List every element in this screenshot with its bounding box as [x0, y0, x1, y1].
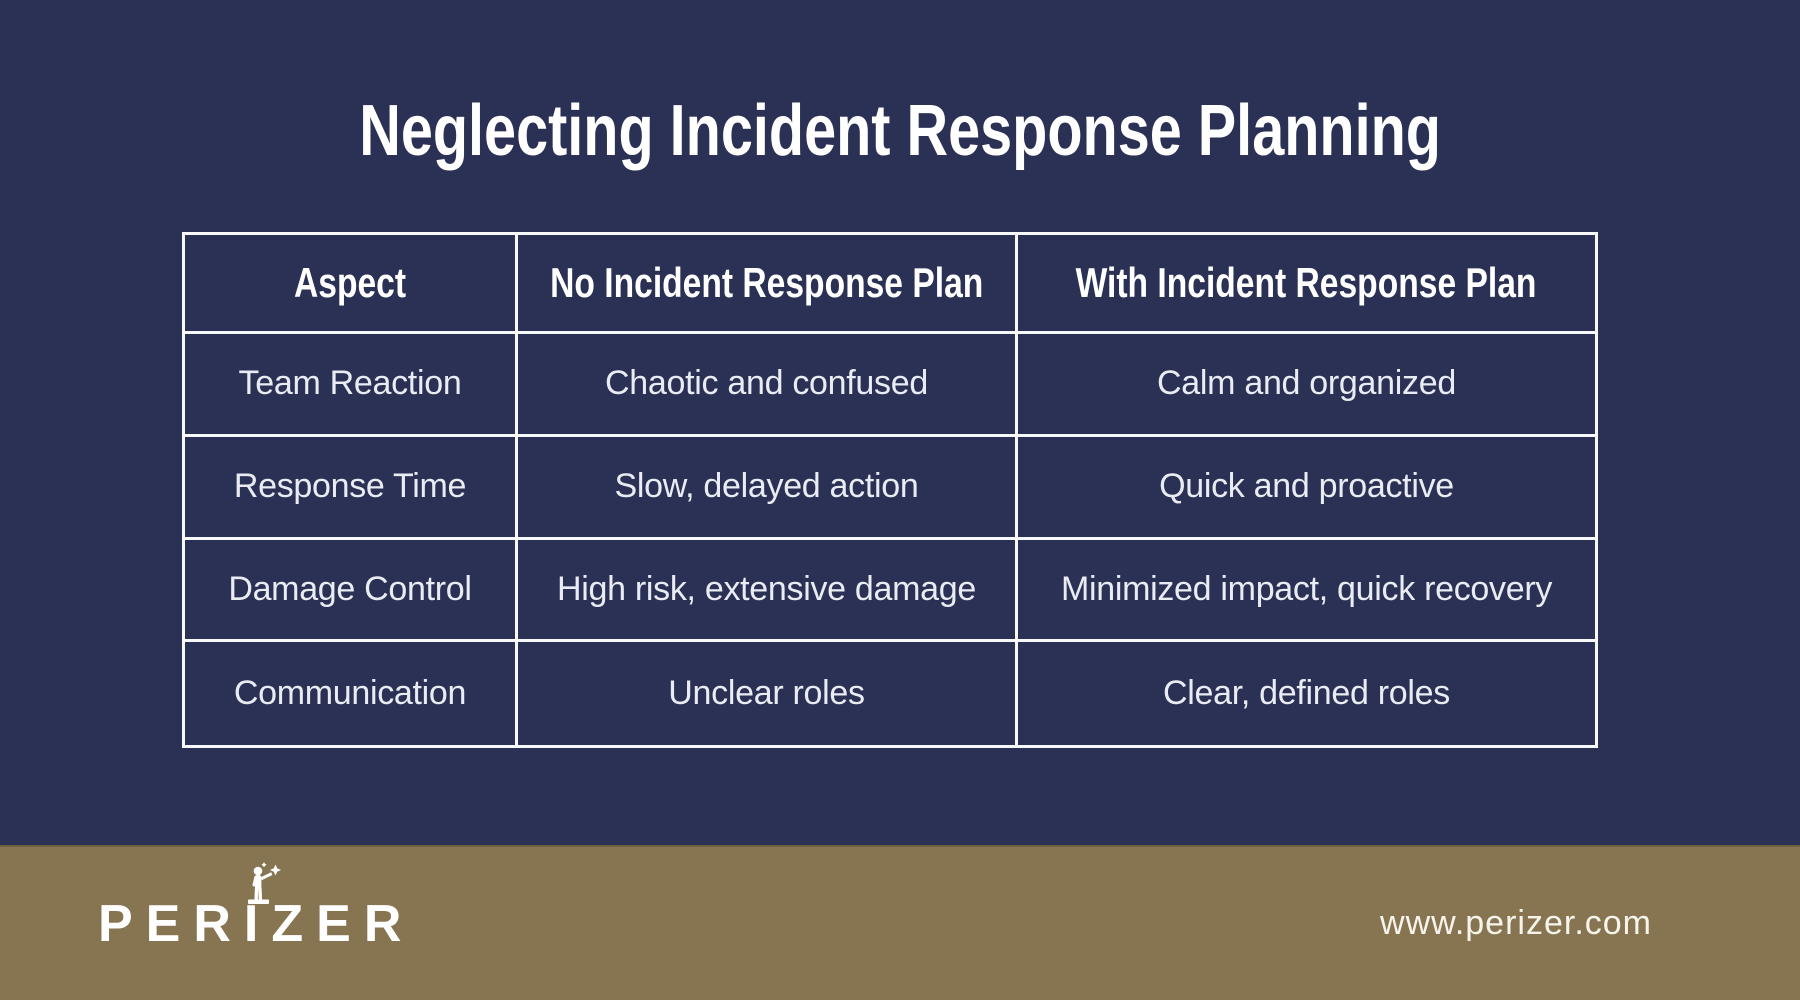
person-holding-star-icon — [247, 862, 281, 904]
page-title: Neglecting Incident Response Planning — [0, 90, 1800, 172]
website-url: www.perizer.com — [1380, 904, 1652, 942]
cell-with-plan-communication: Clear, defined roles — [1163, 674, 1450, 713]
cell-with-plan-damage-control: Minimized impact, quick recovery — [1018, 540, 1595, 643]
page-title-text: Neglecting Incident Response Planning — [359, 91, 1441, 171]
cell-no-plan-communication: Unclear roles — [518, 642, 1018, 745]
cell-aspect-communication: Communication — [185, 642, 518, 745]
cell-aspect-team-reaction: Team Reaction — [185, 334, 518, 437]
perizer-logo: PER — [98, 847, 414, 1000]
cell-no-plan-team-reaction: Chaotic and confused — [518, 334, 1018, 437]
cell-aspect-response-time: Response Time — [185, 436, 518, 540]
header-cell-no-plan: No Incident Response Plan — [518, 235, 1018, 334]
logo-pillar-i: I — [244, 862, 281, 950]
cell-with-plan-team-reaction: Calm and organized — [1018, 334, 1595, 437]
cell-aspect-damage-control: Damage Control — [185, 539, 518, 643]
cell-no-plan-response-time: Slow, delayed action — [518, 436, 1018, 540]
footer-bar: PER — [0, 845, 1800, 1000]
header-cell-with-plan: With Incident Response Plan — [1018, 235, 1595, 334]
cell-with-plan-response-time: Quick and proactive — [1018, 437, 1595, 540]
comparison-table: Aspect No Incident Response Plan With In… — [182, 232, 1598, 748]
brand-wordmark: PER — [98, 862, 414, 950]
header-cell-aspect: Aspect — [185, 235, 518, 334]
cell-no-plan-damage-control: High risk, extensive damage — [518, 539, 1018, 643]
